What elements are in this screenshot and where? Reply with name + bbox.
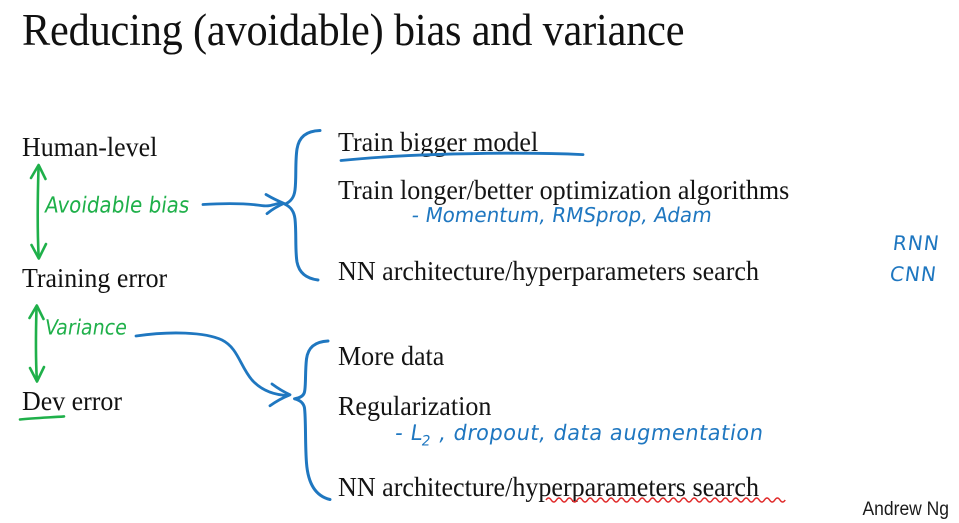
- remedy-train-bigger-model: Train bigger model: [338, 127, 539, 157]
- handwriting-optimizer-note: - Momentum, RMSprop, Adam: [410, 202, 714, 228]
- handwriting-cnn-note: CNN: [888, 262, 939, 286]
- remedy-nn-architecture-search-bias: NN architecture/hyperparameters search: [338, 256, 759, 286]
- blue-brace-bias-group: [283, 129, 322, 282]
- blue-brace-variance-group: [293, 339, 332, 501]
- handwriting-variance: Variance: [43, 314, 130, 340]
- green-arrow-variance: [28, 304, 46, 383]
- remedy-nn-architecture-search-variance: NN architecture/hyperparameters search: [338, 472, 759, 502]
- remedy-train-longer: Train longer/better optimization algorit…: [338, 175, 790, 205]
- page-title: Reducing (avoidable) bias and variance: [22, 5, 685, 55]
- blue-arrow-to-bias-brace: [201, 193, 286, 215]
- blue-arrow-to-variance-brace: [134, 331, 292, 408]
- metric-label-dev-error: Dev error: [22, 386, 123, 416]
- handwriting-regularizer-note: - L2 , dropout, data augmentation: [393, 420, 766, 450]
- handwriting-rnn-note: RNN: [891, 231, 942, 255]
- regularizer-rest: , dropout, data augmentation: [430, 420, 766, 446]
- handwriting-avoidable-bias: Avoidable bias: [43, 192, 192, 218]
- metric-label-training-error: Training error: [22, 263, 168, 293]
- remedy-more-data: More data: [338, 341, 445, 371]
- metric-label-human-level: Human-level: [22, 132, 158, 162]
- footer-author: Andrew Ng: [862, 499, 949, 520]
- remedy-regularization: Regularization: [338, 391, 492, 421]
